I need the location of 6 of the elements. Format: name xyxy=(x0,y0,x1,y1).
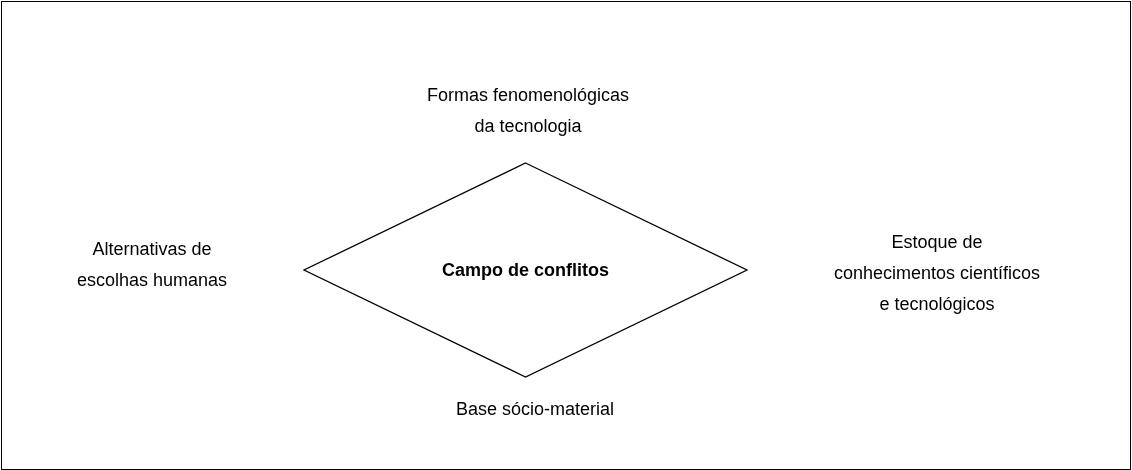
corner-label: Base sócio-material xyxy=(454,398,616,421)
node-title: Campo de conflitos xyxy=(442,259,609,281)
decision-diamond xyxy=(303,162,748,378)
corner-label: Estoque de conhecimentos científicos e tecnológicos xyxy=(832,231,1042,316)
corner-label: Formas fenomenológicas da tecnologia xyxy=(425,84,631,138)
corner-label: Alternativas de escolhas humanas xyxy=(75,238,229,292)
